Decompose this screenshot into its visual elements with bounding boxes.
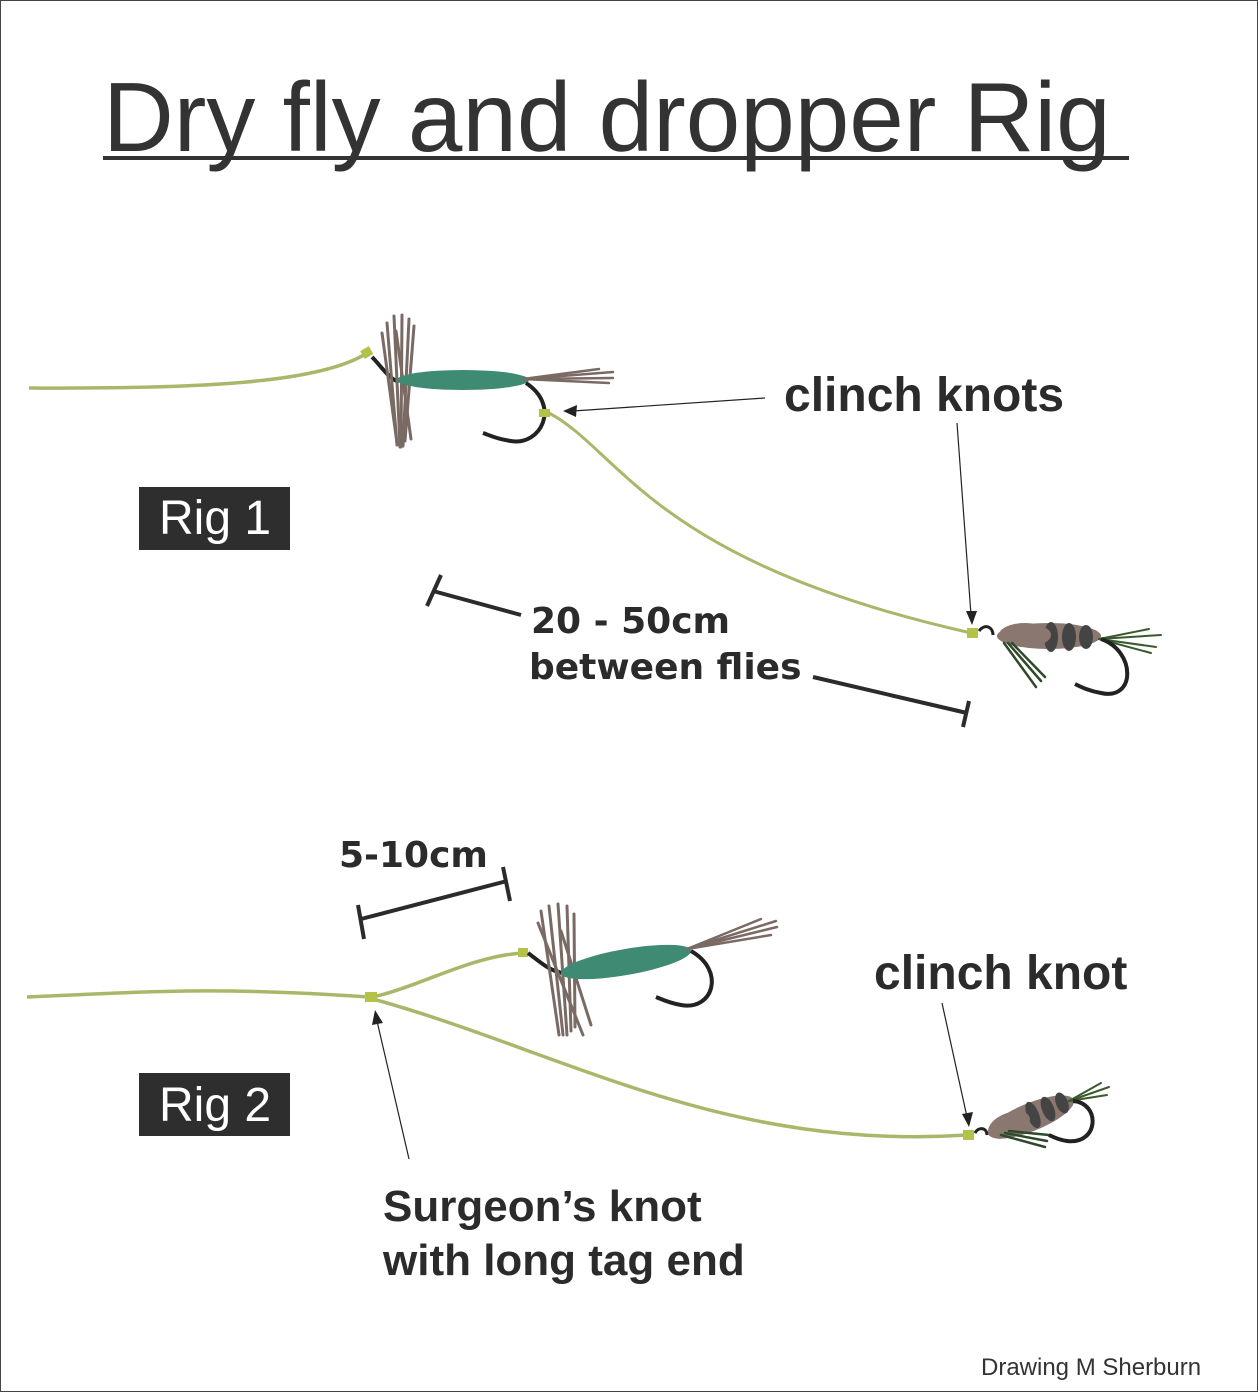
- rig2-dry-fly-knot: [518, 948, 528, 957]
- rig1-badge-label: Rig 1: [159, 492, 271, 545]
- rig1-arrow-to-bend: [572, 397, 766, 412]
- rig2-surgeon-line2: with long tag end: [382, 1236, 745, 1285]
- rig2-group: Rig 2 5-10cm clinch knot Surgeon’s knot …: [26, 835, 1127, 1285]
- rig2-badge: [139, 1073, 290, 1136]
- credit: Drawing M Sherburn: [981, 1354, 1201, 1381]
- rig1-bend-knot: [539, 409, 550, 417]
- rig2-knot-label: clinch knot: [874, 947, 1127, 1000]
- rig2-tag-distance-marker: [356, 866, 512, 940]
- rig2-leader: [26, 989, 370, 999]
- rig1-nymph-icon: [977, 622, 1162, 696]
- rig1-leader: [28, 351, 368, 390]
- rig1-dry-fly-knot: [360, 346, 374, 359]
- rig2-nymph-knot: [963, 1130, 974, 1140]
- rig1-knot-label: clinch knots: [784, 369, 1064, 422]
- rig2-point-line: [372, 997, 968, 1139]
- rig2-surgeon-knot: [365, 992, 377, 1002]
- rig2-arrow-head-surgeon: [372, 1010, 383, 1025]
- rig2-nymph-icon: [973, 1082, 1110, 1149]
- rig1-distance-line1: 20 - 50cm: [531, 601, 730, 642]
- rig2-tag-distance-label: 5-10cm: [339, 835, 488, 876]
- rig2-arrow-to-nymph: [941, 1002, 968, 1118]
- title: Dry fly and dropper Rig: [103, 62, 1111, 172]
- rig2-tag-line: [372, 951, 524, 999]
- rig1-distance-line2: between flies: [529, 647, 802, 688]
- rig1-distance-marker: [425, 574, 971, 728]
- rig1-dropper-line: [548, 411, 972, 635]
- rig1-nymph-knot: [967, 628, 978, 638]
- rig2-surgeon-line1: Surgeon’s knot: [383, 1182, 702, 1231]
- rig1-badge: [139, 487, 290, 550]
- rig1-dry-fly-icon: [370, 313, 615, 449]
- rig2-arrow-head-nymph: [962, 1112, 973, 1127]
- rig2-arrow-to-surgeon: [376, 1020, 410, 1160]
- rig2-badge-label: Rig 2: [159, 1079, 271, 1132]
- rig1-arrow-head-nymph: [966, 611, 977, 625]
- rig1-group: Rig 1 clinch knots 20 - 50cm between fli…: [28, 313, 1162, 728]
- rig2-dry-fly-icon: [526, 902, 779, 1037]
- rig1-arrow-head-bend: [563, 405, 577, 417]
- rig1-arrow-to-nymph: [956, 422, 972, 616]
